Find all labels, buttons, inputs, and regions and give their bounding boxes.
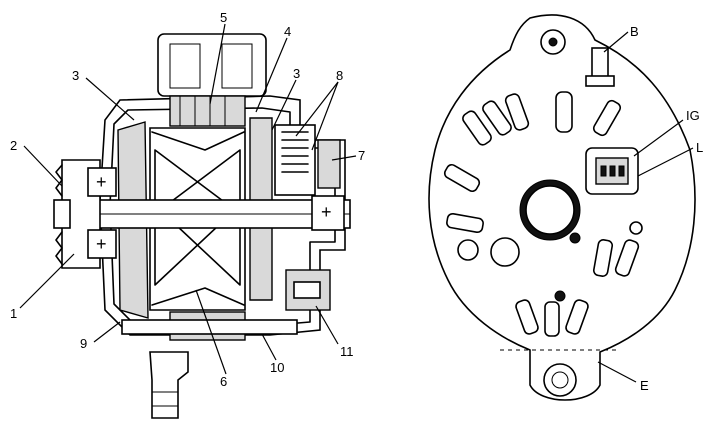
rear-bearing bbox=[311, 195, 345, 231]
label-11: 11 bbox=[340, 344, 354, 359]
label-4: 4 bbox=[284, 24, 291, 39]
label-b: B bbox=[630, 24, 639, 39]
label-6: 6 bbox=[220, 374, 227, 389]
label-8: 8 bbox=[336, 68, 343, 83]
bearing-plus-symbol: + bbox=[96, 234, 107, 254]
label-1: 1 bbox=[10, 306, 17, 321]
pulley-nut bbox=[53, 199, 71, 229]
connector-pin bbox=[609, 165, 616, 177]
top-mount-hole-center bbox=[548, 37, 558, 47]
leader-9 bbox=[93, 321, 121, 343]
bearing-plus-symbol: + bbox=[96, 172, 107, 192]
connector-pin bbox=[618, 165, 625, 177]
rear-view bbox=[428, 14, 696, 401]
leader-11 bbox=[315, 305, 339, 345]
ic-regulator bbox=[317, 139, 341, 189]
label-l: L bbox=[696, 140, 703, 155]
leader-e bbox=[597, 361, 637, 383]
leader-3a bbox=[85, 77, 135, 121]
stator-top bbox=[169, 95, 246, 127]
label-3a: 3 bbox=[72, 68, 79, 83]
rivet bbox=[569, 232, 581, 244]
leader-b bbox=[603, 31, 629, 53]
terminal-block-slot-left bbox=[169, 43, 201, 89]
vent-slot bbox=[565, 299, 589, 335]
brush-spring bbox=[281, 131, 309, 173]
label-9: 9 bbox=[80, 336, 87, 351]
connector-pin bbox=[600, 165, 607, 177]
label-e: E bbox=[640, 378, 649, 393]
bolt-hole bbox=[490, 237, 520, 267]
leader-2 bbox=[23, 145, 63, 187]
rivet bbox=[554, 290, 566, 302]
label-ig: IG bbox=[686, 108, 700, 123]
label-5: 5 bbox=[220, 10, 227, 25]
leader-1 bbox=[19, 253, 75, 309]
pulley-groove-top bbox=[55, 164, 63, 197]
center-boss-face bbox=[525, 185, 575, 235]
vent-slot bbox=[443, 163, 481, 193]
vent-slot bbox=[515, 299, 539, 335]
label-2: 2 bbox=[10, 138, 17, 153]
pulley-groove-bottom bbox=[55, 231, 63, 265]
label-3b: 3 bbox=[293, 66, 300, 81]
bottom-mount-hole bbox=[543, 363, 577, 397]
small-hole bbox=[629, 221, 643, 235]
leader-4 bbox=[255, 37, 288, 113]
front-bearing-top bbox=[87, 167, 117, 197]
right-labels: B IG L E bbox=[597, 24, 703, 393]
leader-l bbox=[637, 147, 694, 177]
vent-slot bbox=[462, 110, 492, 146]
leader-5 bbox=[209, 23, 226, 105]
claw-pole-top bbox=[151, 131, 245, 151]
bottom-mount-hole-inner bbox=[551, 371, 569, 389]
leader-8b bbox=[311, 81, 339, 151]
leader-3b bbox=[271, 79, 297, 131]
vent-slot bbox=[482, 100, 512, 136]
leader-ig bbox=[633, 119, 684, 157]
vent-slot bbox=[504, 93, 530, 131]
bearing-plus-symbol: + bbox=[321, 202, 332, 222]
brush-holder bbox=[274, 124, 316, 196]
leader-6 bbox=[195, 289, 227, 375]
terminal-block bbox=[157, 33, 267, 97]
vent-slots bbox=[443, 91, 640, 337]
terminal-block-slot-right bbox=[221, 43, 253, 89]
vent-slot bbox=[544, 301, 560, 337]
claw-pole-bottom bbox=[151, 287, 245, 306]
cross-section-view: + + + bbox=[53, 33, 351, 419]
vent-slot bbox=[614, 239, 640, 277]
vent-slot bbox=[592, 239, 614, 277]
leader-7 bbox=[331, 155, 357, 161]
mounting-ear bbox=[149, 351, 189, 419]
label-10: 10 bbox=[270, 360, 284, 375]
label-7: 7 bbox=[358, 148, 365, 163]
b-terminal-nut bbox=[585, 75, 615, 87]
vent-slot bbox=[446, 212, 484, 234]
leader-10 bbox=[261, 333, 277, 361]
rectifier-diode bbox=[293, 281, 321, 299]
bolt-hole bbox=[457, 239, 479, 261]
left-labels: 2 1 3 5 4 3 8 7 9 6 10 11 bbox=[10, 10, 365, 389]
front-bearing-bottom bbox=[87, 229, 117, 259]
vent-slot bbox=[555, 91, 573, 133]
leader-8a bbox=[295, 81, 339, 137]
vent-slot bbox=[592, 99, 622, 137]
